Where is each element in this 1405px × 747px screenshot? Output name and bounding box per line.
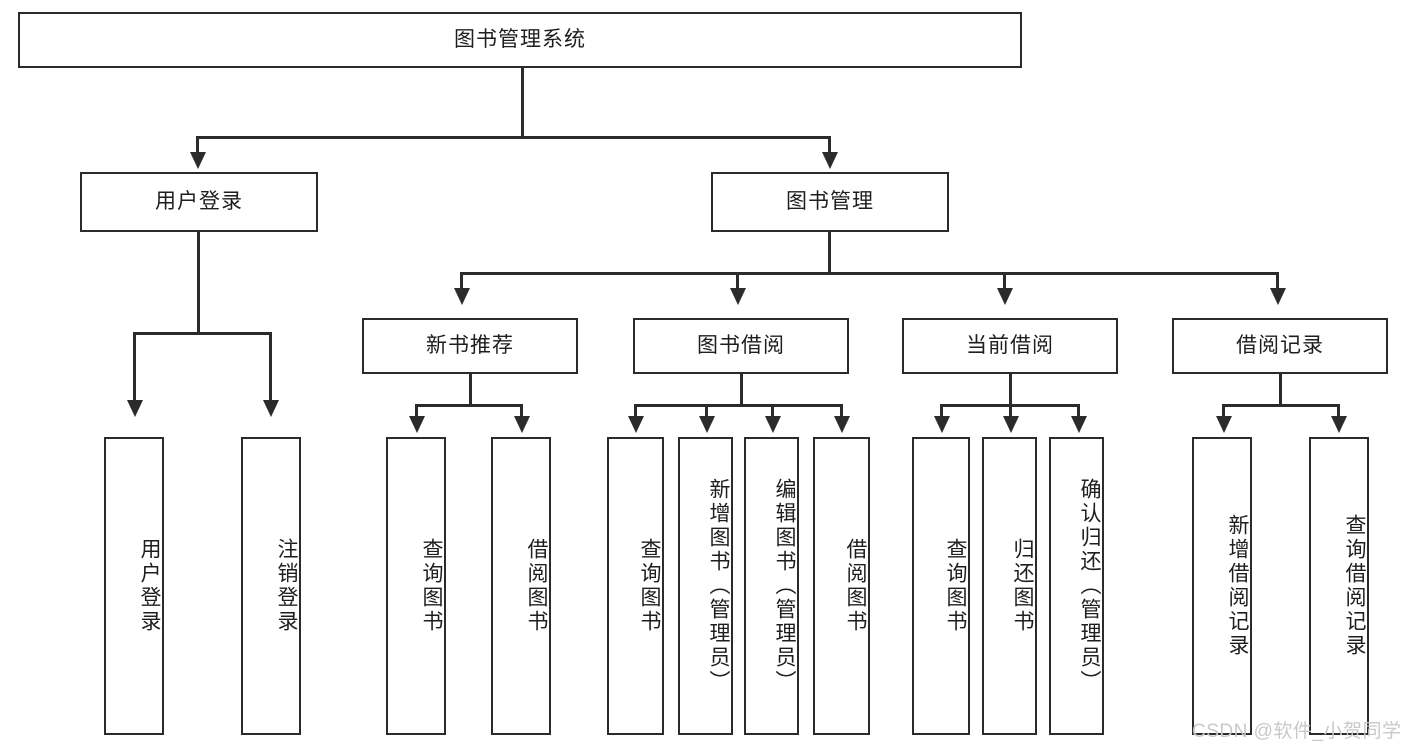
arrowhead-newbook-leaf1 (409, 416, 425, 433)
connector-userlogin-bus (133, 332, 269, 335)
node-label: 图书管理系统 (454, 27, 586, 51)
node-label: 注销登录 (275, 538, 298, 634)
connector-userlogin-stem (197, 232, 200, 334)
arrowhead-bookborrow-leaf1 (628, 416, 644, 433)
node-label: 新增借阅记录 (1226, 514, 1249, 658)
arrowhead-borrowrecord-leaf1 (1216, 416, 1232, 433)
connector-root-stem (521, 68, 524, 138)
node-label: 借阅记录 (1236, 333, 1324, 357)
connector-newbook-leaf1 (415, 404, 418, 420)
node-book-borrow[interactable]: 图书借阅 (633, 318, 849, 374)
node-label: 新增图书（管理员） (707, 478, 730, 694)
connector-bookborrow-leaf4 (840, 404, 843, 420)
connector-borrowrecord-stem (1279, 374, 1282, 406)
connector-bookborrow-bus (634, 404, 842, 407)
node-label: 查询图书 (420, 538, 443, 634)
leaf-borrowrecord-query-record[interactable]: 查询借阅记录 (1309, 437, 1369, 735)
leaf-user-login-login[interactable]: 用户登录 (104, 437, 164, 735)
leaf-bookborrow-add-book-admin[interactable]: 新增图书（管理员） (678, 437, 733, 735)
leaf-currentborrow-confirm-return-admin[interactable]: 确认归还（管理员） (1049, 437, 1104, 735)
connector-borrowrecord-bus (1222, 404, 1340, 407)
arrowhead-root-to-userlogin (190, 152, 206, 169)
arrowhead-bookmgmt-to-record (1270, 288, 1286, 305)
connector-userlogin-leaf1 (133, 332, 136, 404)
connector-bookmgmt-stem (828, 232, 831, 274)
node-label: 借阅图书 (525, 538, 548, 634)
leaf-borrowrecord-add-record[interactable]: 新增借阅记录 (1192, 437, 1252, 735)
arrowhead-borrowrecord-leaf2 (1331, 416, 1347, 433)
node-book-management[interactable]: 图书管理 (711, 172, 949, 232)
arrowhead-bookborrow-leaf4 (834, 416, 850, 433)
node-label: 归还图书 (1011, 538, 1034, 634)
node-label: 查询借阅记录 (1343, 514, 1366, 658)
arrowhead-currentborrow-leaf1 (934, 416, 950, 433)
leaf-bookborrow-query-book[interactable]: 查询图书 (607, 437, 664, 735)
node-root-system[interactable]: 图书管理系统 (18, 12, 1022, 68)
node-label: 查询图书 (944, 538, 967, 634)
arrowhead-bookmgmt-to-current (997, 288, 1013, 305)
leaf-user-login-logout[interactable]: 注销登录 (241, 437, 301, 735)
arrowhead-root-to-bookmgmt (822, 152, 838, 169)
node-label: 新书推荐 (426, 333, 514, 357)
connector-bookborrow-leaf2 (705, 404, 708, 420)
node-label: 当前借阅 (966, 333, 1054, 357)
connector-newbook-stem (469, 374, 472, 406)
node-label: 用户登录 (155, 189, 243, 213)
leaf-bookborrow-borrow-book[interactable]: 借阅图书 (813, 437, 870, 735)
connector-bookmgmt-to-newbook (460, 272, 463, 292)
node-new-book-recommend[interactable]: 新书推荐 (362, 318, 578, 374)
leaf-newbook-query-book[interactable]: 查询图书 (386, 437, 446, 735)
arrowhead-bookborrow-leaf3 (765, 416, 781, 433)
connector-userlogin-leaf2 (269, 332, 272, 404)
connector-borrowrecord-leaf1 (1222, 404, 1225, 420)
connector-currentborrow-leaf3 (1077, 404, 1080, 420)
connector-currentborrow-leaf1 (940, 404, 943, 420)
node-label: 图书借阅 (697, 333, 785, 357)
arrowhead-currentborrow-leaf2 (1003, 416, 1019, 433)
node-label: 查询图书 (638, 538, 661, 634)
node-user-login[interactable]: 用户登录 (80, 172, 318, 232)
connector-currentborrow-stem (1009, 374, 1012, 406)
connector-bookmgmt-to-current (1003, 272, 1006, 292)
node-label: 确认归还（管理员） (1078, 478, 1101, 694)
node-label: 图书管理 (786, 189, 874, 213)
leaf-bookborrow-edit-book-admin[interactable]: 编辑图书（管理员） (744, 437, 799, 735)
connector-bookborrow-leaf3 (771, 404, 774, 420)
arrowhead-bookmgmt-to-newbook (454, 288, 470, 305)
arrowhead-userlogin-leaf1 (127, 400, 143, 417)
leaf-currentborrow-return-book[interactable]: 归还图书 (982, 437, 1037, 735)
connector-bookmgmt-to-record (1276, 272, 1279, 292)
connector-bookborrow-stem (740, 374, 743, 406)
node-current-borrow[interactable]: 当前借阅 (902, 318, 1118, 374)
node-borrow-record[interactable]: 借阅记录 (1172, 318, 1388, 374)
node-label: 借阅图书 (844, 538, 867, 634)
connector-root-to-userlogin (196, 136, 199, 158)
connector-newbook-bus (415, 404, 523, 407)
connector-bookmgmt-bus (460, 272, 1278, 275)
leaf-currentborrow-query-book[interactable]: 查询图书 (912, 437, 970, 735)
connector-bookmgmt-to-borrow (736, 272, 739, 292)
connector-bookborrow-leaf1 (634, 404, 637, 420)
arrowhead-bookborrow-leaf2 (699, 416, 715, 433)
connector-newbook-leaf2 (520, 404, 523, 420)
connector-root-bus (196, 136, 830, 139)
connector-currentborrow-leaf2 (1009, 404, 1012, 420)
node-label: 编辑图书（管理员） (773, 478, 796, 694)
arrowhead-currentborrow-leaf3 (1071, 416, 1087, 433)
leaf-newbook-borrow-book[interactable]: 借阅图书 (491, 437, 551, 735)
connector-root-to-bookmgmt (828, 136, 831, 158)
arrowhead-userlogin-leaf2 (263, 400, 279, 417)
connector-borrowrecord-leaf2 (1337, 404, 1340, 420)
node-label: 用户登录 (138, 538, 161, 634)
arrowhead-bookmgmt-to-borrow (730, 288, 746, 305)
arrowhead-newbook-leaf2 (514, 416, 530, 433)
